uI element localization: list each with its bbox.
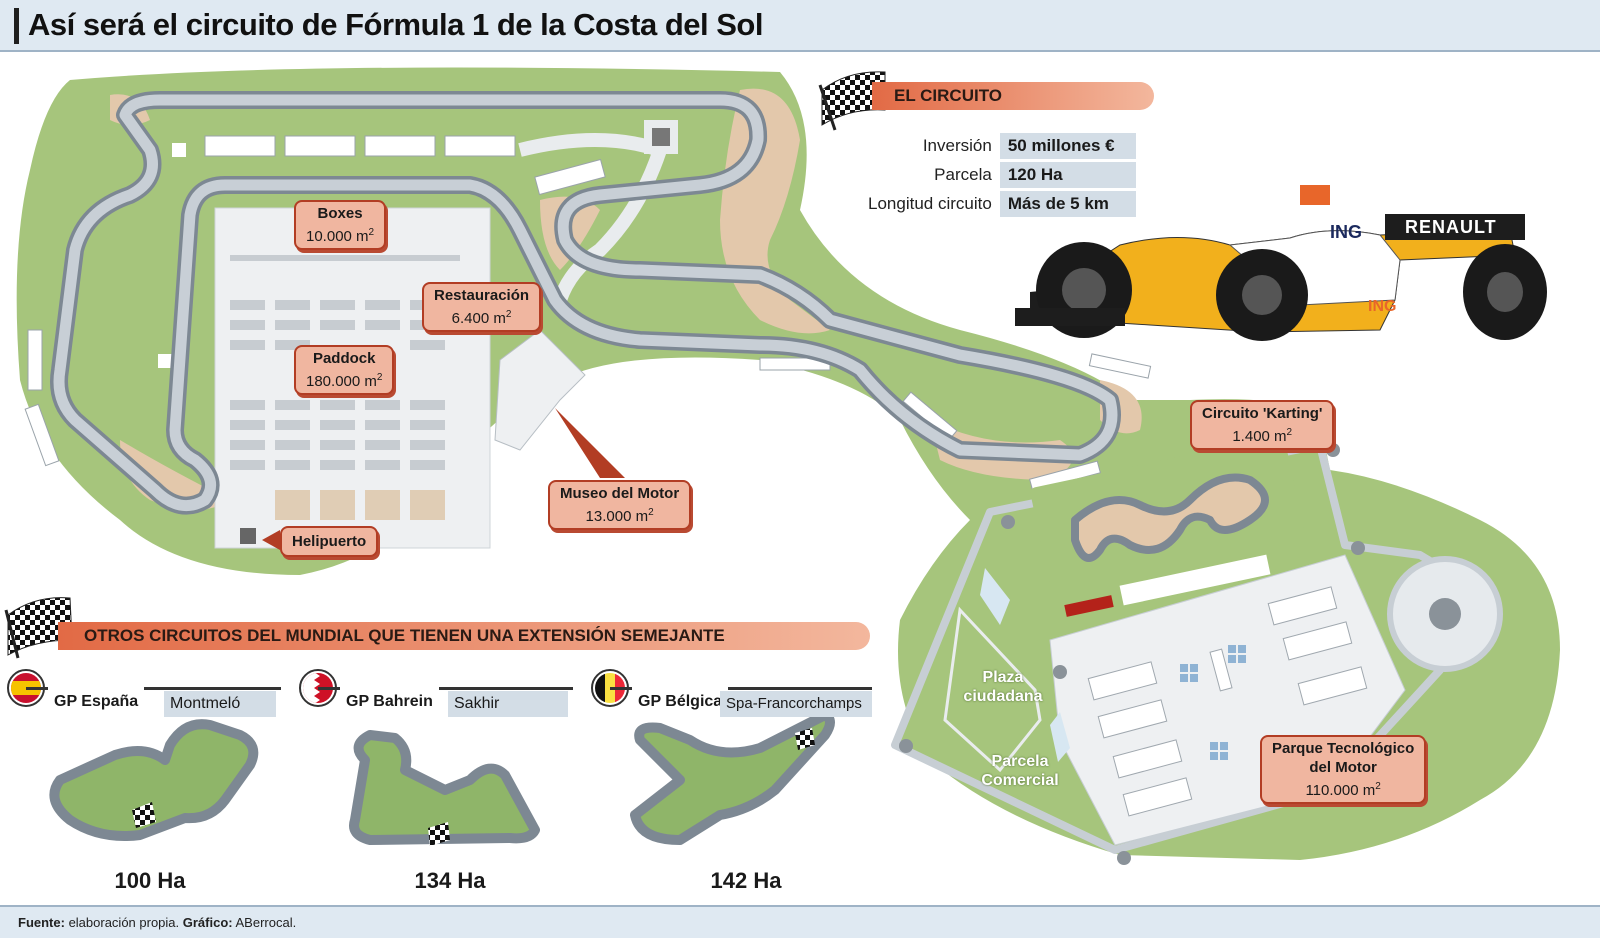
tech-roundabout-core [1429, 598, 1461, 630]
gp-bahrein-name: GP Bahrein [340, 687, 439, 717]
area-belgica: 142 Ha [710, 868, 782, 893]
callout-restauracion: Restauración 6.400 m2 [422, 282, 542, 332]
museum-pointer [555, 408, 625, 478]
mini-circuit-belgica [630, 710, 835, 845]
car-sponsor-renault: RENAULT [1405, 217, 1497, 237]
water-feature-1 [980, 568, 1010, 625]
car-sponsor-ing: ING [1330, 222, 1363, 242]
paddock-tan-blocks [275, 490, 445, 520]
title-bar: Así será el circuito de Fórmula 1 de la … [0, 0, 1600, 52]
area-espana: 100 Ha [114, 868, 186, 893]
callout-museo: Museo del Motor 13.000 m2 [548, 480, 692, 530]
footer-credits: Fuente: elaboración propia. Gráfico: ABe… [18, 915, 297, 930]
callout-karting: Circuito 'Karting' 1.400 m2 [1190, 400, 1335, 450]
callout-paddock: Paddock 180.000 m2 [294, 345, 395, 395]
water-feature-2 [1050, 712, 1070, 762]
helipad-square [240, 528, 256, 544]
checkered-flag-icon-1 [818, 71, 886, 131]
paddock-grid [230, 255, 460, 470]
helipad-pointer [262, 530, 280, 550]
mini-flag-belgica [795, 728, 815, 750]
f1-track-inner [53, 94, 1118, 512]
title-accent [14, 8, 19, 44]
mini-circuit-espana [49, 719, 259, 841]
callout-helipuerto: Helipuerto [280, 526, 379, 557]
otros-circuitos-header: OTROS CIRCUITOS DEL MUNDIAL QUE TIENEN U… [58, 622, 870, 650]
callout-parque: Parque Tecnológico del Motor 110.000 m2 [1260, 735, 1427, 804]
gp-espana-name: GP España [48, 687, 145, 717]
gp-bahrein-header: GP Bahrein Sakhir [300, 687, 573, 717]
karting-building [1064, 595, 1114, 617]
mini-flag-espana [132, 802, 156, 828]
museum-building [494, 329, 586, 451]
building-b [158, 354, 172, 368]
gp-espana-place: Montmeló [164, 691, 276, 717]
roundabout-top-core [652, 128, 670, 146]
building-a [172, 143, 186, 157]
f1-car [1015, 185, 1547, 341]
tech-park-blue-blocks [1180, 645, 1246, 760]
gp-belgica-header: GP Bélgica Spa-Francorchamps [592, 687, 872, 717]
karting-pit [1119, 554, 1271, 606]
mini-circuit-bahrein [349, 730, 540, 846]
mini-flag-bahrein [428, 822, 450, 846]
area-bahrein: 134 Ha [414, 868, 486, 893]
page-title: Así será el circuito de Fórmula 1 de la … [28, 7, 763, 42]
tech-park-buildings [1087, 586, 1368, 817]
karting-track [1071, 473, 1269, 562]
callout-boxes: Boxes 10.000 m2 [294, 200, 387, 250]
el-circuito-title: EL CIRCUITO [894, 86, 1002, 105]
gp-belgica-place: Spa-Francorchamps [720, 691, 872, 717]
gp-espana-header: GP España Montmeló [8, 687, 281, 717]
plaza-border [943, 606, 1042, 773]
el-circuito-header: EL CIRCUITO [872, 82, 1154, 110]
footer: Fuente: elaboración propia. Gráfico: ABe… [0, 905, 1600, 938]
gp-bahrein-place: Sakhir [448, 691, 568, 717]
otros-circuitos-title: OTROS CIRCUITOS DEL MUNDIAL QUE TIENEN U… [84, 626, 725, 645]
car-sponsor-ing-2: ING [1368, 298, 1397, 315]
gp-belgica-name: GP Bélgica [632, 687, 729, 717]
